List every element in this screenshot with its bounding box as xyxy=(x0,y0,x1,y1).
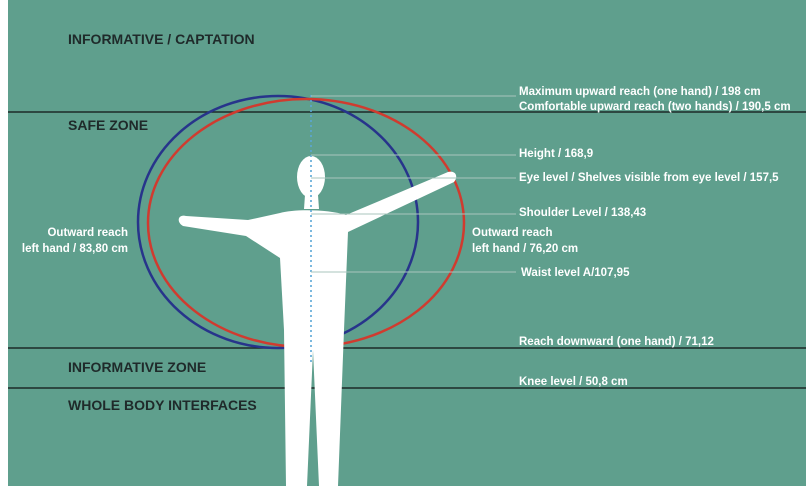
label-comfortable-upward-reach: Comfortable upward reach (two hands) / 1… xyxy=(519,101,791,113)
zone-informative: INFORMATIVE ZONE xyxy=(68,359,206,375)
outward-left-line1: Outward reach xyxy=(47,227,128,239)
label-reach-downward: Reach downward (one hand) / 71,12 xyxy=(519,336,714,348)
zone-safe: SAFE ZONE xyxy=(68,117,148,133)
outward-left-line2: left hand / 83,80 cm xyxy=(22,243,128,255)
label-eye-level: Eye level / Shelves visible from eye lev… xyxy=(519,172,779,184)
label-waist-level: Waist level A/107,95 xyxy=(521,267,630,279)
reach-diagram: INFORMATIVE / CAPTATION SAFE ZONE INFORM… xyxy=(8,0,806,486)
label-knee-level: Knee level / 50,8 cm xyxy=(519,376,628,388)
label-height: Height / 168,9 xyxy=(519,148,593,160)
zone-informative-captation: INFORMATIVE / CAPTATION xyxy=(68,31,255,47)
zone-whole-body: WHOLE BODY INTERFACES xyxy=(68,397,257,413)
outward-right-line2: left hand / 76,20 cm xyxy=(472,243,578,255)
outward-right-line1: Outward reach xyxy=(472,227,553,239)
label-max-upward-reach: Maximum upward reach (one hand) / 198 cm xyxy=(519,86,761,98)
diagram-canvas: INFORMATIVE / CAPTATION SAFE ZONE INFORM… xyxy=(8,0,806,486)
label-shoulder-level: Shoulder Level / 138,43 xyxy=(519,207,646,219)
